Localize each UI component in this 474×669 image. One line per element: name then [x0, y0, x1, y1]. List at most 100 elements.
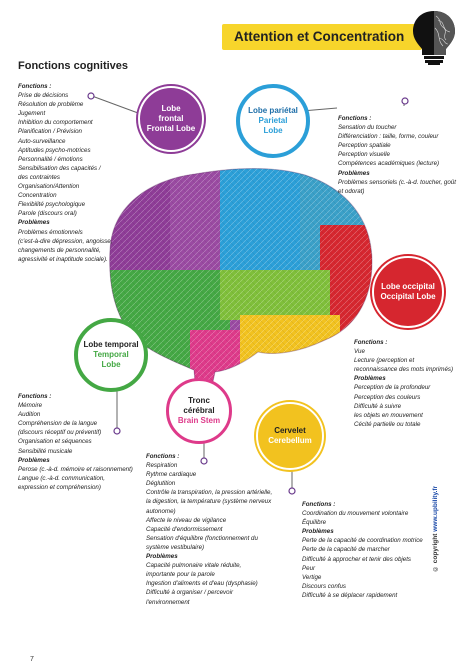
lobe-occipital-label: Lobe occipital: [381, 282, 435, 291]
lobe-frontal-circle: Lobe frontal Frontal Lobe: [138, 86, 204, 152]
lobe-temporal-english-1: Temporal: [93, 350, 129, 359]
block-line: Jugement: [18, 110, 46, 118]
block-line: des contraintes: [18, 173, 60, 181]
block-line: Difficulté à suivre: [354, 402, 402, 410]
block-line: Cécité partielle ou totale: [354, 420, 421, 428]
block-line: Sensibilité musicale: [18, 447, 73, 455]
lobe-cerebellum-label: Cervelet: [274, 426, 306, 435]
block-line: Compréhension de la langue: [18, 420, 98, 428]
block-line: Respiration: [146, 462, 178, 470]
block-line: Personnalité / émotions: [18, 155, 83, 163]
section-title: Fonctions cognitives: [18, 60, 129, 72]
block-line: Prise de décisions: [18, 92, 69, 100]
block-line: Aptitudes psycho-motrices: [18, 146, 91, 154]
lobe-brainstem-label-2: cérébral: [183, 406, 215, 415]
block-line: Équilibre: [302, 519, 327, 527]
page-number: 7: [30, 656, 34, 663]
block-heading: Problèmes: [302, 528, 334, 536]
block-line: Organisation et séquences: [18, 438, 92, 446]
title-banner: Attention et Concentration: [222, 24, 422, 50]
copyright-prefix: © copyright: [432, 531, 439, 572]
block-heading: Fonctions :: [18, 83, 52, 90]
block-line: Flexibilité psychologique: [18, 201, 86, 209]
block-line: Rythme cardiaque: [146, 471, 197, 479]
block-heading: Problèmes: [338, 169, 370, 177]
block-line: Sensation du toucher: [338, 124, 397, 132]
block-line: Lecture (perception et: [354, 357, 415, 365]
block-line: Coordination du mouvement volontaire: [302, 510, 409, 518]
website-link[interactable]: www.upbility.fr: [432, 485, 439, 532]
lobe-parietal-english-2: Lobe: [263, 126, 283, 135]
block-line: expression et compréhension): [18, 483, 101, 491]
lobe-occipital-circle: Lobe occipital Occipital Lobe: [372, 256, 444, 328]
block-line: Difficulté à se déplacer rapidement: [302, 591, 398, 599]
block-line: Perception des couleurs: [354, 393, 421, 401]
block-line: Ingestion d'aliments et d'eau (dysphasie…: [146, 580, 258, 588]
lobe-temporal-circle: Lobe temporal Temporal Lobe: [74, 318, 148, 392]
block-heading: Fonctions :: [302, 501, 336, 508]
block-heading: Problèmes: [354, 375, 386, 383]
block-line: agressivité et inaptitude sociale).: [18, 255, 108, 263]
block-line: Inhibition du comportement: [18, 119, 93, 127]
lobe-cerebellum-circle: Cervelet Cerebellum: [256, 402, 324, 470]
lobe-temporal-english-2: Lobe: [101, 360, 121, 369]
block-line: Difficulté à organiser / percevoir: [146, 589, 234, 597]
lobe-parietal-english-1: Parietal: [258, 116, 288, 125]
block-line: Problèmes sensoriels (c.-à-d. toucher, g…: [338, 178, 456, 186]
block-line: Perose (c.-à-d. mémoire et raisonnement): [18, 465, 133, 473]
block-line: Langue (c.-à-d. communication,: [18, 474, 106, 482]
block-line: Planification / Prévision: [18, 128, 82, 136]
block-line: Capacité d'endormissement: [146, 525, 223, 533]
block-line: système vestibulaire): [146, 543, 205, 551]
block-line: changements de personnalité,: [18, 246, 101, 254]
block-line: importante pour la parole: [146, 571, 215, 579]
lobe-brainstem-label-1: Tronc: [188, 396, 210, 405]
block-line: Perception visuelle: [338, 151, 390, 159]
block-line: Mémoire: [18, 402, 43, 410]
block-line: Discours confus: [302, 582, 347, 590]
block-line: Parole (discours oral): [18, 210, 77, 218]
lobe-parietal-label: Lobe pariétal: [248, 106, 298, 115]
block-line: Contrôle la transpiration, la pression a…: [146, 489, 273, 497]
block-line: les objets en mouvement: [354, 411, 423, 419]
block-line: Vue: [354, 348, 365, 356]
block-line: (discours réceptif ou préventif): [18, 429, 102, 437]
lobe-frontal-english: Frontal Lobe: [146, 124, 196, 133]
block-line: Capacité pulmonaire vitale réduite,: [146, 562, 242, 570]
block-line: Audition: [18, 411, 41, 419]
block-line: Auto-surveillance: [18, 137, 66, 145]
lobe-occipital-english: Occipital Lobe: [380, 292, 436, 301]
block-heading: Fonctions :: [18, 393, 52, 400]
block-line: Compétences académiques (lecture): [338, 160, 440, 168]
block-line: Problèmes émotionnels: [18, 228, 83, 236]
block-line: Déglutition: [146, 480, 176, 488]
lobe-frontal-label-2: frontal: [158, 114, 184, 123]
block-line: Vertige: [302, 573, 322, 581]
block-line: reconnaissance des mots imprimés): [354, 366, 454, 374]
block-line: et odorat): [338, 187, 365, 195]
block-line: autonome): [146, 507, 176, 515]
lobe-cerebellum-english: Cerebellum: [268, 436, 312, 445]
lobe-frontal-label-1: Lobe: [161, 104, 181, 113]
block-line: Perte de la capacité de marcher: [302, 546, 390, 554]
block-heading: Fonctions :: [354, 339, 388, 346]
block-line: Différenciation : taille, forme, couleur: [338, 133, 439, 141]
block-line: Sensation d'équilibre (fonctionnement du: [146, 534, 258, 542]
block-heading: Problèmes: [18, 456, 50, 464]
block-line: Peur: [302, 564, 316, 572]
block-line: la digestion, la température (système ne…: [146, 498, 272, 506]
block-line: Affecte le niveau de vigilance: [146, 516, 227, 524]
cerebellum-functions: Fonctions : Coordination du mouvement vol…: [302, 500, 423, 600]
block-line: Perception spatiale: [338, 142, 391, 150]
block-line: Concentration: [18, 192, 57, 200]
block-line: Sensibilisation des capacités /: [18, 164, 101, 172]
lightbulb-icon: [413, 11, 455, 65]
lobe-temporal-label: Lobe temporal: [83, 340, 139, 349]
block-line: Perception de la profondeur: [354, 384, 431, 392]
block-line: Difficulté à approcher et tenir des obje…: [302, 555, 412, 563]
